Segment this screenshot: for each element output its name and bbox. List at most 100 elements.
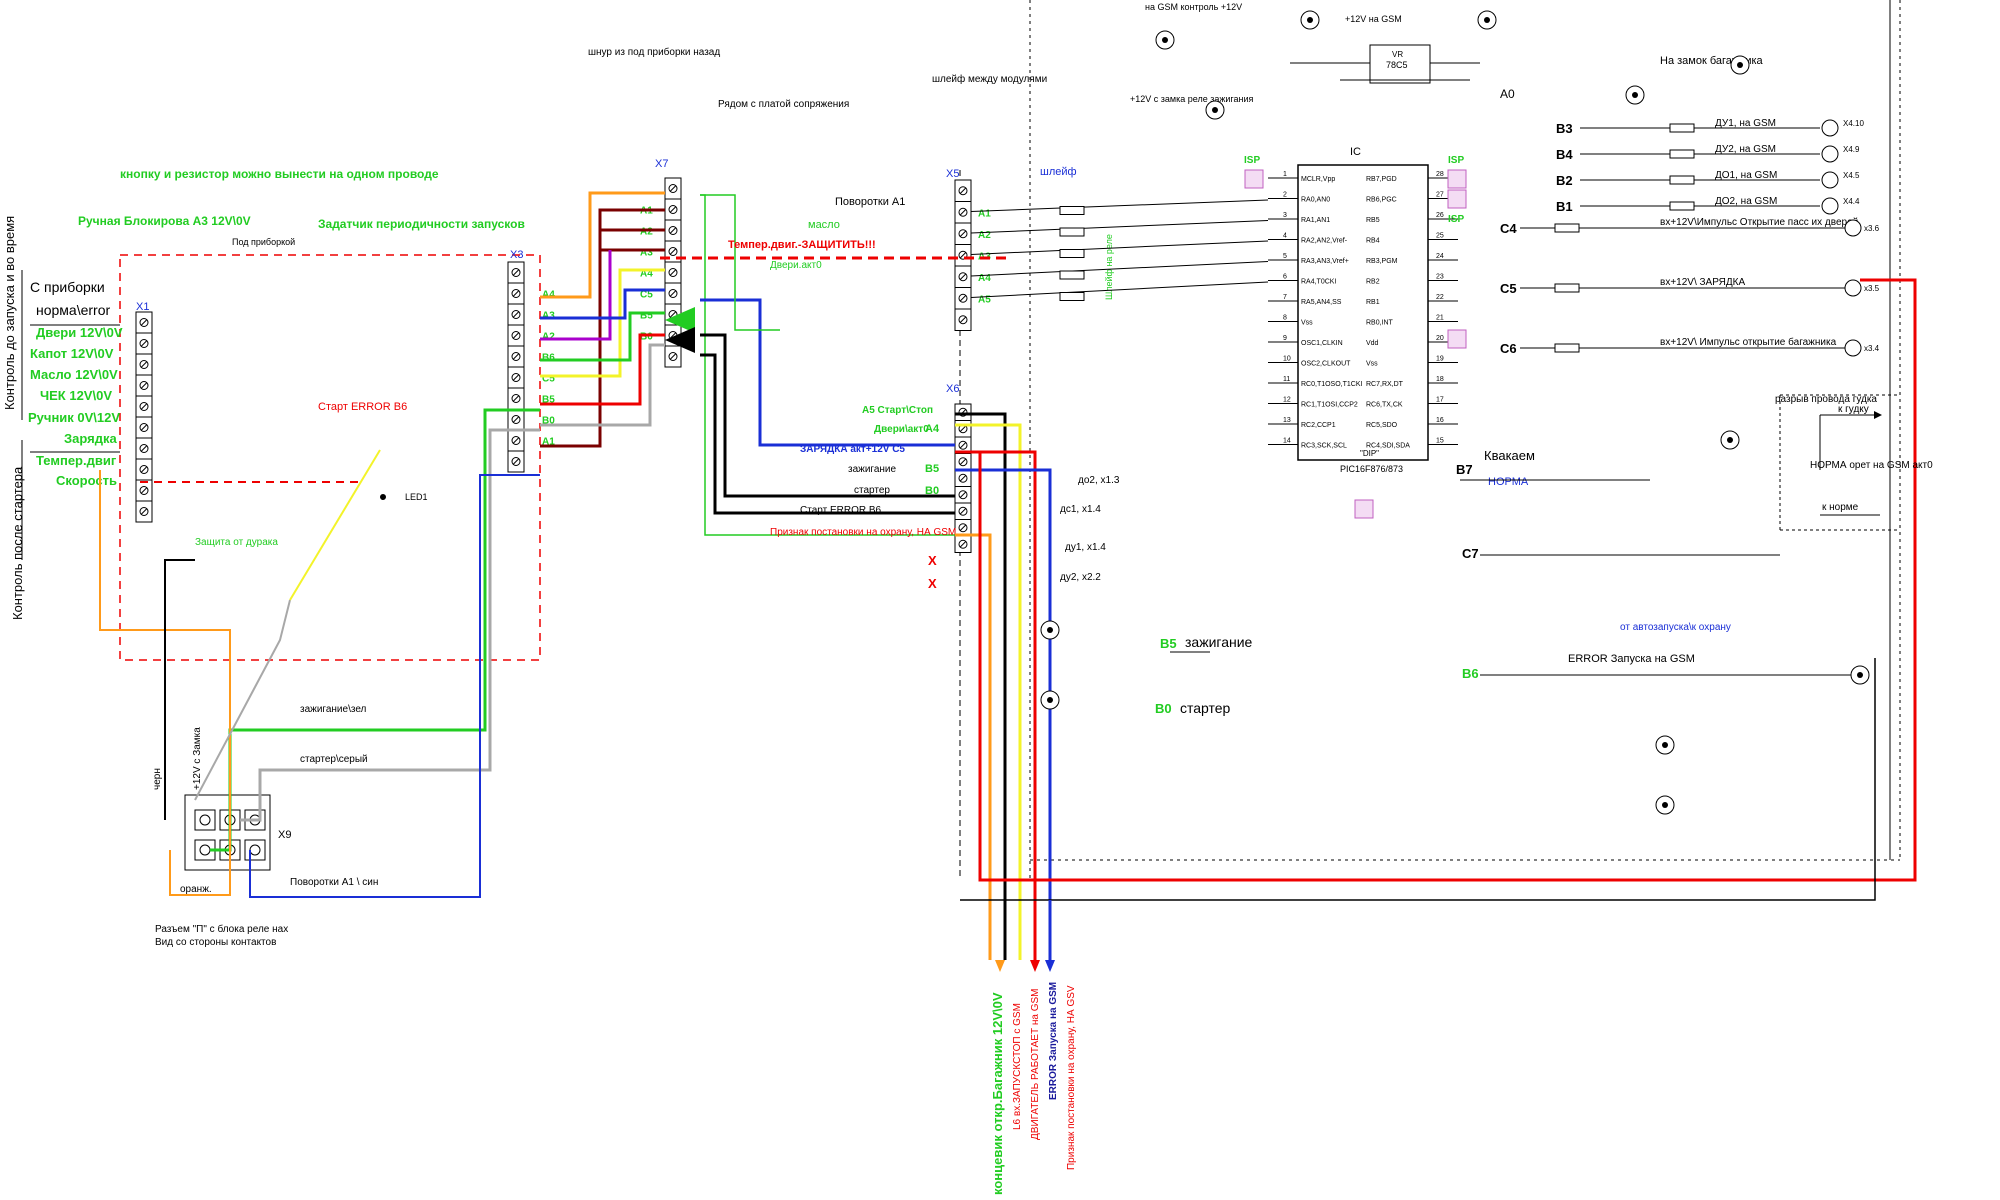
- ic-pin-name: Vdd: [1366, 340, 1379, 347]
- terminal-slot: [959, 441, 967, 449]
- pic-microcontroller: IC PIC16F876/873 "DIP" MCLR,Vpp1RB7,PGD2…: [1268, 146, 1458, 474]
- output-terminal: [1821, 171, 1839, 189]
- terminal-dot: [1632, 92, 1638, 98]
- isp-label: ISP: [1244, 155, 1260, 166]
- x6-sig-b5: B5: [925, 463, 939, 475]
- ic-pin-name: RB7,PGD: [1366, 176, 1397, 183]
- terminal-screw: [139, 402, 149, 411]
- terminal-screw: [958, 315, 968, 325]
- x5-wire: [970, 281, 1269, 298]
- output-terminal: [1821, 119, 1839, 137]
- ic-pin-number: 6: [1283, 274, 1287, 281]
- terminal-label: A1: [978, 208, 991, 219]
- ic-pin-name: RC1,T1OSI,CCP2: [1301, 402, 1358, 409]
- terminal-slot: [669, 311, 677, 318]
- terminal-screw: [511, 289, 521, 298]
- left-item: ЧЕК 12V\0V: [40, 388, 112, 403]
- output-conn: X4.10: [1843, 119, 1864, 128]
- terminal-label: A2: [978, 230, 991, 241]
- terminal-screw: [139, 360, 149, 369]
- terminal-slot: [512, 374, 520, 381]
- terminal-screw: [958, 186, 968, 196]
- x9-connector: X9 +12V c Замка зажигание\зел стартер\се…: [99, 408, 540, 898]
- terminal-screw: [139, 486, 149, 495]
- terminal-slot: [140, 382, 148, 389]
- terminal-slot: [669, 206, 677, 213]
- ic-pin-name: RA4,T0CKI: [1301, 279, 1336, 286]
- x9-note-2: Вид со стороны контактов: [155, 937, 276, 948]
- terminal-slot: [140, 424, 148, 431]
- terminal-label: B6: [542, 353, 555, 364]
- x9-ign: зажигание\зел: [300, 704, 367, 715]
- x6-label-dveri: Двери\акт0: [874, 424, 929, 435]
- terminal-slot: [959, 474, 967, 482]
- resistor: [1669, 201, 1695, 211]
- x6-labels: A5 Старт\Стоп Двери\акт0 ЗАРЯДКА акт+12V…: [770, 405, 956, 591]
- terminal-dot: [1662, 742, 1668, 748]
- terminal-screw: [668, 352, 678, 361]
- button-note: кнопку и резистор можно вынести на одном…: [120, 167, 439, 181]
- ic-pin-number: 17: [1436, 397, 1444, 404]
- temperature-line: [140, 256, 1010, 483]
- ic-pin-number: 18: [1436, 376, 1444, 383]
- to-horn: к гудку: [1838, 404, 1869, 415]
- bottom-label: ДВИГАТЕЛЬ РАБОТАЕТ на GSM: [1030, 989, 1041, 1141]
- left-item: С приборки: [30, 279, 105, 295]
- resistor: [1059, 249, 1085, 258]
- ic-pin-number: 21: [1436, 315, 1444, 322]
- x1-label: X1: [136, 301, 149, 313]
- input-text: вх+12V\ Импульс открытие багажника: [1660, 336, 1837, 348]
- left-item: Зарядка: [64, 431, 117, 446]
- output-text: ДУ1, на GSM: [1715, 118, 1776, 129]
- terminal-screw: [668, 205, 678, 214]
- norma-label: НОРМА: [1488, 476, 1529, 488]
- terminal-slot: [512, 458, 520, 465]
- du1: ду1, x1.4: [1065, 542, 1106, 553]
- isp-label: ISP: [1448, 155, 1464, 166]
- resistor: [1554, 283, 1580, 293]
- resistor: [1059, 292, 1085, 301]
- terminal-screw: [139, 423, 149, 432]
- terminal-screw: [668, 289, 678, 298]
- x5-label: X5: [946, 168, 959, 180]
- x5-wire: [970, 261, 1269, 277]
- terminal-label: B5: [542, 395, 555, 406]
- x6-label-charge: ЗАРЯДКА акт+12V C5: [800, 444, 905, 455]
- output-terminal: [1821, 197, 1839, 215]
- ic-pin-name: RA1,AN1: [1301, 217, 1330, 224]
- terminal-screw: [958, 490, 968, 500]
- ic-pin-name: RB5: [1366, 217, 1380, 224]
- port-b5: B5: [1160, 636, 1177, 651]
- output-port: B4: [1556, 147, 1573, 162]
- ic-part: PIC16F876/873: [1340, 464, 1403, 474]
- terminal-slot: [512, 437, 520, 444]
- terminal-screw: [958, 473, 968, 483]
- bottom-label: ERROR Запуска на GSM: [1048, 982, 1059, 1100]
- port-a0: A0: [1500, 87, 1515, 101]
- error-gsm: ERROR Запуска на GSM: [1568, 653, 1695, 665]
- terminal-slot: [512, 269, 520, 276]
- from-autostart: от автозапуска\к охрану: [1620, 622, 1731, 633]
- period-sensor-note: Задатчик периодичности запусков: [318, 217, 525, 231]
- port-b6: B6: [1462, 666, 1479, 681]
- temper-label: Темпер.двиг.-ЗАЩИТИТЬ!!!: [728, 239, 876, 251]
- x5-wire: [970, 240, 1269, 255]
- x6-label-error: Старт ERROR B6: [800, 505, 882, 516]
- output-conn: X4.4: [1843, 197, 1860, 206]
- terminal-label: A2: [640, 227, 653, 238]
- terminal-slot: [140, 340, 148, 347]
- x9-starter: стартер\серый: [300, 754, 368, 765]
- terminal-label: A2: [542, 332, 555, 343]
- terminal-label: A3: [542, 311, 555, 322]
- terminal-screw: [958, 539, 968, 549]
- left-item: Двери 12V\0V: [36, 325, 123, 340]
- ic-pin-number: 23: [1436, 274, 1444, 281]
- color-wires: [540, 191, 960, 536]
- ic-pin-number: 3: [1283, 212, 1287, 219]
- terminal-label: A5: [978, 294, 991, 305]
- protection-note: Защита от дурака: [195, 537, 278, 548]
- x9-pin: [244, 839, 266, 861]
- reg-label: VR: [1392, 50, 1403, 59]
- left-item: Масло 12V\0V: [30, 367, 118, 382]
